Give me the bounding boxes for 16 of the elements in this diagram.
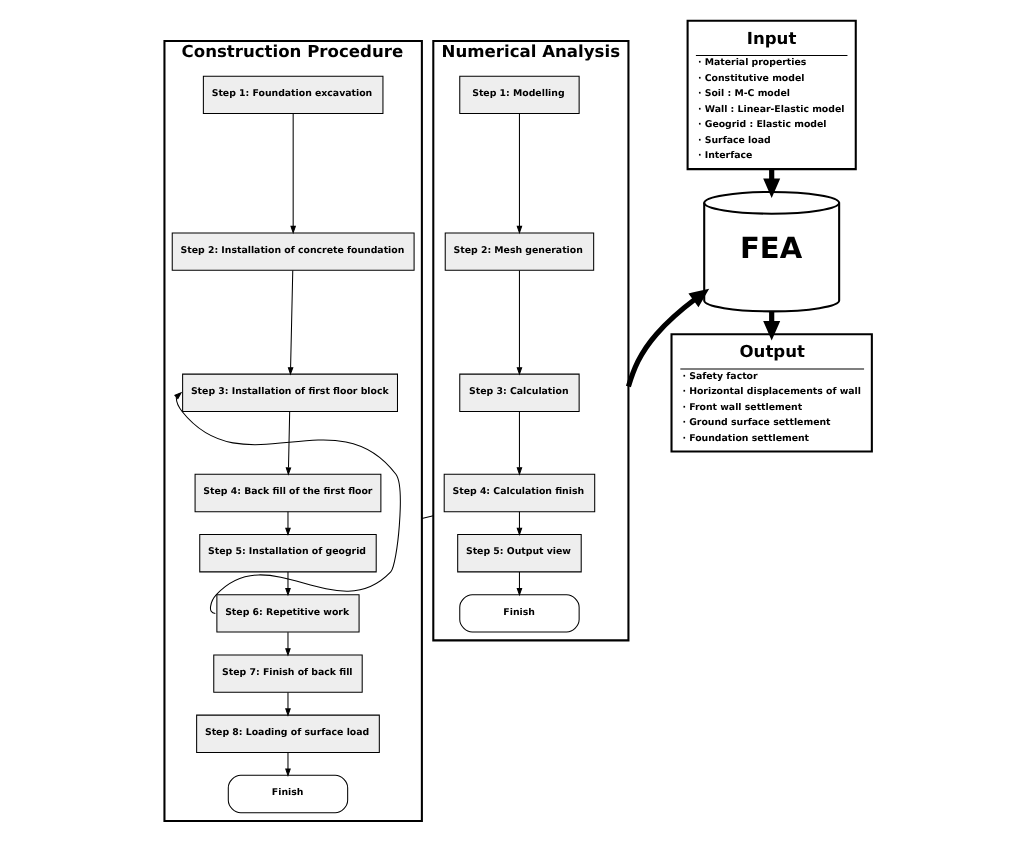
arrow (285, 631, 291, 657)
arrow (285, 511, 291, 537)
arrow (174, 391, 401, 614)
arrow (285, 691, 291, 717)
arrow (285, 571, 291, 597)
connector (421, 515, 434, 520)
arrow (290, 113, 297, 235)
arrow (625, 288, 710, 388)
arrow (516, 411, 523, 476)
arrow (285, 752, 291, 777)
arrow (287, 270, 294, 376)
arrow (516, 270, 523, 376)
arrow (516, 511, 523, 537)
arrow (285, 411, 292, 476)
arrow (516, 113, 523, 235)
arrow (516, 571, 523, 597)
